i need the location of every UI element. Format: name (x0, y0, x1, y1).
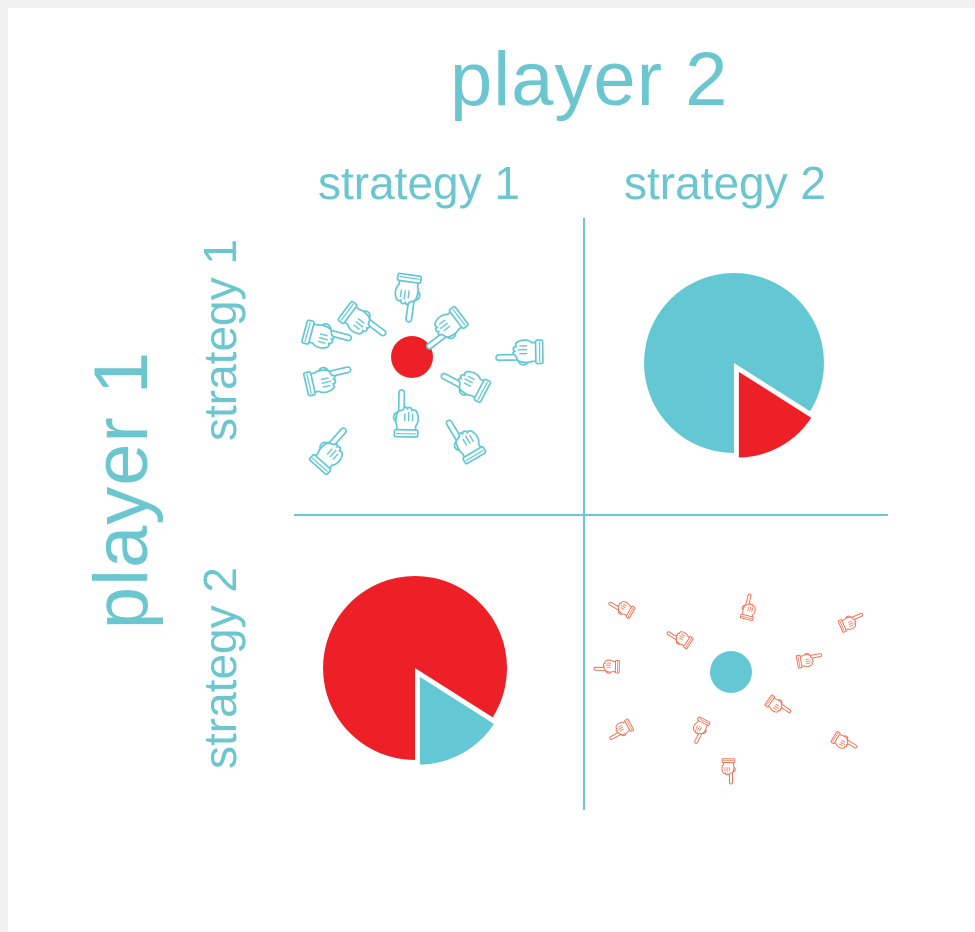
pointing-hand-icon (392, 273, 423, 323)
centre-dot (710, 651, 752, 693)
pointing-hand-icon (308, 424, 358, 475)
pointing-hand-icon (606, 719, 634, 743)
pointing-hand-icon (831, 731, 859, 755)
cell-strategy1-strategy2 (644, 273, 824, 459)
cell-strategy2-strategy2 (594, 593, 866, 784)
pointing-hand-icon (302, 319, 354, 355)
pointing-hand-icon (303, 362, 354, 397)
pointing-hand-icon (740, 593, 759, 621)
pointing-hand-icon (338, 300, 390, 348)
pointing-hand-icon (765, 694, 793, 719)
cell-strategy1-strategy1 (302, 273, 543, 475)
pointing-hand-icon (496, 340, 543, 365)
pointing-hand-icon (722, 759, 736, 784)
pointing-hand-icon (665, 625, 693, 650)
pointing-hand-icon (687, 717, 710, 745)
pointing-hand-icon (393, 390, 419, 437)
pointing-hand-icon (607, 595, 635, 619)
target-dot (391, 336, 433, 378)
pointing-hand-icon (838, 611, 866, 633)
pointing-hand-icon (796, 651, 823, 668)
pointing-hand-icon (441, 412, 486, 465)
pointing-hand-icon (438, 360, 491, 404)
cell-strategy2-strategy1 (323, 576, 507, 766)
pointing-hand-icon (594, 660, 620, 674)
